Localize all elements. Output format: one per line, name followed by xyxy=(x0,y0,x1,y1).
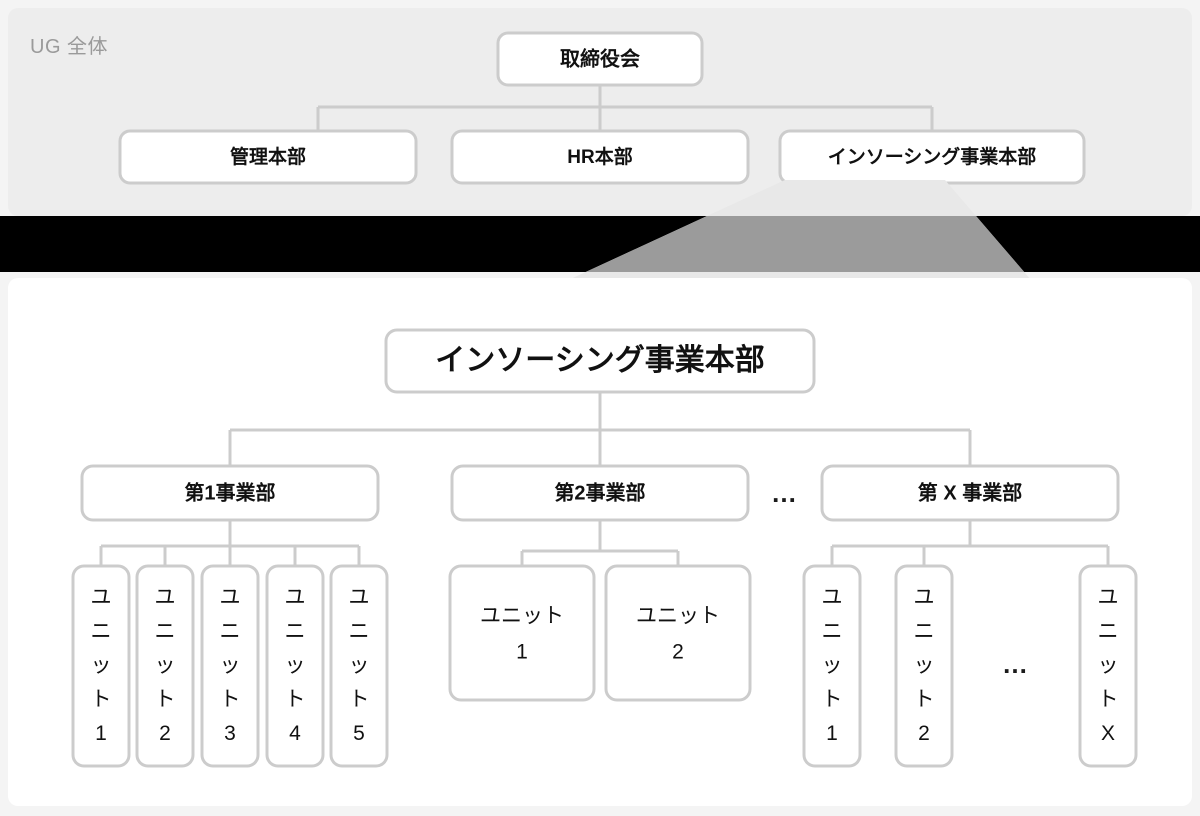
detail-node-division-2[interactable]: 第2事業部 xyxy=(450,464,750,522)
unit-d3-2-box xyxy=(894,564,954,768)
unit-d2-1-box xyxy=(448,564,596,702)
unit-d3-x-box xyxy=(1078,564,1138,768)
detail-node-division-3[interactable]: 第 X 事業部 xyxy=(820,464,1120,522)
detail-node-unit-d2-2[interactable]: ユニット 2 xyxy=(604,564,752,702)
unit-d1-2-box xyxy=(135,564,195,768)
division-2-unit-connectors xyxy=(520,520,680,566)
detail-panel: インソーシング事業本部 第1事業部 第2事業部 … xyxy=(8,278,1192,806)
overview-panel: UG 全体 取締役会 管理本部 H xyxy=(8,8,1192,216)
detail-node-head[interactable]: インソーシング事業本部 xyxy=(384,328,816,394)
detail-head-label: インソーシング事業本部 xyxy=(435,343,764,377)
detail-division-1-label: 第1事業部 xyxy=(184,480,275,504)
detail-node-division-1[interactable]: 第1事業部 xyxy=(80,464,380,522)
unit-d2-1-label: ユニット xyxy=(480,605,564,628)
unit-ellipsis: … xyxy=(1002,649,1030,679)
overview-node-root[interactable]: 取締役会 xyxy=(496,31,704,87)
overview-branch-3-label: インソーシング事業本部 xyxy=(828,145,1037,168)
unit-d1-4-box xyxy=(265,564,325,768)
detail-division-2-label: 第2事業部 xyxy=(554,480,645,504)
overview-node-branch-1[interactable]: 管理本部 xyxy=(118,129,418,185)
detail-division-3-label: 第 X 事業部 xyxy=(918,480,1022,504)
detail-chart: インソーシング事業本部 第1事業部 第2事業部 … xyxy=(71,328,1138,768)
overview-node-branch-3[interactable]: インソーシング事業本部 xyxy=(778,129,1086,185)
detail-division-connectors xyxy=(228,392,972,466)
division-ellipsis: … xyxy=(771,478,799,508)
unit-d1-1-box xyxy=(71,564,131,768)
overview-branch-2-label: HR本部 xyxy=(567,145,632,168)
separator-band xyxy=(0,216,1200,272)
overview-connectors xyxy=(316,85,934,131)
unit-d1-3-box xyxy=(200,564,260,768)
overview-branch-1-box xyxy=(118,129,418,185)
detail-node-unit-d2-1[interactable]: ユニット 1 xyxy=(448,564,596,702)
overview-branch-1-label: 管理本部 xyxy=(230,145,306,168)
unit-d2-1-number: 1 xyxy=(516,641,528,664)
overview-root-box xyxy=(496,31,704,87)
unit-d3-1-box xyxy=(802,564,862,768)
overview-node-branch-2[interactable]: HR本部 xyxy=(450,129,750,185)
division-1-unit-connectors xyxy=(99,520,361,566)
overview-panel-label: UG 全体 xyxy=(30,36,109,58)
overview-root-label: 取締役会 xyxy=(560,46,640,70)
division-3-unit-connectors xyxy=(830,520,1110,566)
unit-d2-2-label: ユニット xyxy=(636,605,720,628)
unit-d1-5-box xyxy=(329,564,389,768)
unit-d2-2-box xyxy=(604,564,752,702)
unit-d2-2-number: 2 xyxy=(672,641,684,664)
overview-chart: 取締役会 管理本部 HR本部 インソーシング事業本部 xyxy=(118,31,1086,185)
